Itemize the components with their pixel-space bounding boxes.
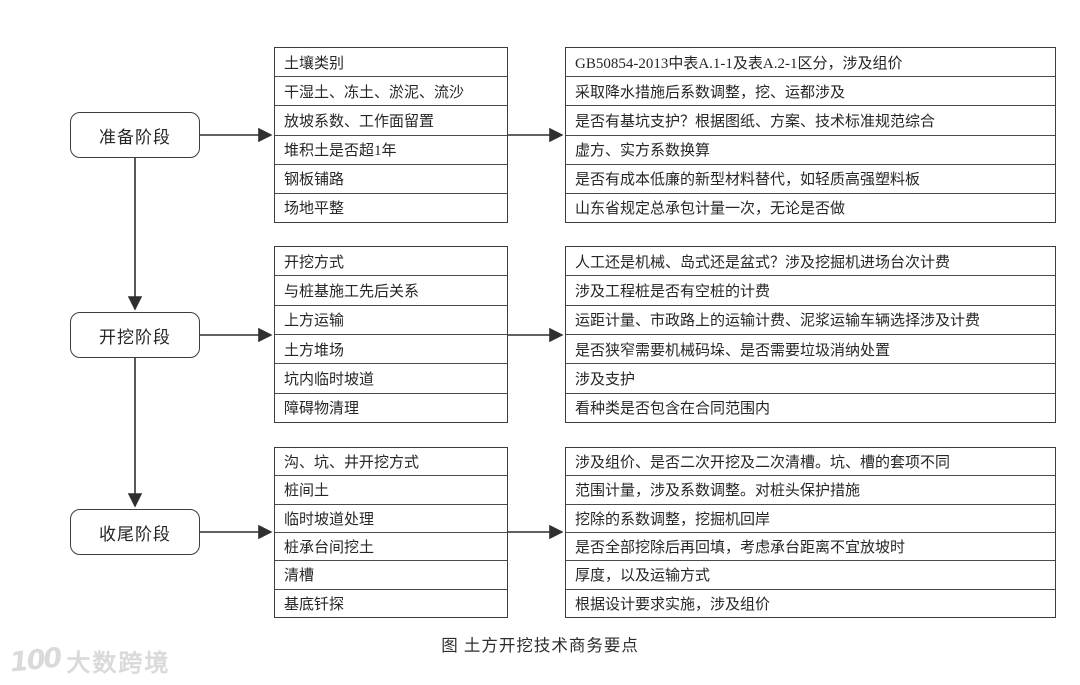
list-item: 沟、坑、井开挖方式 xyxy=(275,448,507,477)
stage-box-closing: 收尾阶段 xyxy=(70,509,200,555)
figure-caption: 图 土方开挖技术商务要点 xyxy=(441,636,639,655)
note-item: 是否全部挖除后再回填，考虑承台距离不宜放坡时 xyxy=(566,533,1055,562)
list-item: 堆积土是否超1年 xyxy=(275,136,507,165)
list-item: 桩承台间挖土 xyxy=(275,533,507,562)
list-item: 放坡系数、工作面留置 xyxy=(275,106,507,136)
watermark-text: 大数跨境 xyxy=(66,649,171,677)
note-item: 采取降水措施后系数调整，挖、运都涉及 xyxy=(566,77,1055,107)
note-item: 挖除的系数调整，挖掘机回岸 xyxy=(566,505,1055,533)
note-item: 是否有成本低廉的新型材料替代，如轻质高强塑料板 xyxy=(566,165,1055,194)
watermark: 100 大数跨境 xyxy=(8,642,171,679)
list-item: 上方运输 xyxy=(275,306,507,335)
note-item: 厚度，以及运输方式 xyxy=(566,561,1055,590)
note-item: 根据设计要求实施，涉及组价 xyxy=(575,596,771,613)
list-item: 开挖方式 xyxy=(275,247,507,277)
stage-box-preparation: 准备阶段 xyxy=(70,112,200,158)
list-item: 清槽 xyxy=(275,561,507,590)
note-item: 范围计量，涉及系数调整。对桩头保护措施 xyxy=(566,476,1055,505)
list-item: 干湿土、冻土、淤泥、流沙 xyxy=(275,77,507,107)
stage-box-excavation: 开挖阶段 xyxy=(70,312,200,358)
note-item: 是否有基坑支护？根据图纸、方案、技术标准规范综合 xyxy=(566,106,1055,136)
note-list-preparation: GB50854-2013中表A.1-1及表A.2-1区分，涉及组价 采取降水措施… xyxy=(565,47,1056,223)
stage-label: 开挖阶段 xyxy=(99,327,171,347)
list-item: 场地平整 xyxy=(284,201,345,218)
stage-label: 收尾阶段 xyxy=(99,524,171,544)
note-item: 人工还是机械、岛式还是盆式？涉及挖掘机进场台次计费 xyxy=(566,247,1055,277)
note-list-closing: 涉及组价、是否二次开挖及二次清槽。坑、槽的套项不同 范围计量，涉及系数调整。对桩… xyxy=(565,447,1056,618)
list-item: 与桩基施工先后关系 xyxy=(275,276,507,306)
note-item: 是否狭窄需要机械码垛、是否需要垃圾消纳处置 xyxy=(566,335,1055,365)
note-item: 涉及支护 xyxy=(566,364,1055,394)
list-item: 桩间土 xyxy=(275,476,507,505)
watermark-logo: 100 xyxy=(8,642,62,679)
list-item: 障碍物清理 xyxy=(284,401,360,418)
item-list-preparation: 土壤类别 干湿土、冻土、淤泥、流沙 放坡系数、工作面留置 堆积土是否超1年 钢板… xyxy=(274,47,508,223)
note-item: 涉及组价、是否二次开挖及二次清槽。坑、槽的套项不同 xyxy=(566,448,1055,477)
note-item: 虚方、实方系数换算 xyxy=(566,136,1055,165)
item-list-closing: 沟、坑、井开挖方式 桩间土 临时坡道处理 桩承台间挖土 清槽 基底钎探 xyxy=(274,447,508,618)
list-item: 土壤类别 xyxy=(275,48,507,78)
note-list-excavation: 人工还是机械、岛式还是盆式？涉及挖掘机进场台次计费 涉及工程桩是否有空桩的计费 … xyxy=(565,246,1056,423)
list-item: 土方堆场 xyxy=(275,335,507,365)
note-item: 涉及工程桩是否有空桩的计费 xyxy=(566,276,1055,306)
list-item: 钢板铺路 xyxy=(275,165,507,194)
note-item: GB50854-2013中表A.1-1及表A.2-1区分，涉及组价 xyxy=(566,48,1055,78)
note-item: 看种类是否包含在合同范围内 xyxy=(575,401,771,418)
item-list-excavation: 开挖方式 与桩基施工先后关系 上方运输 土方堆场 坑内临时坡道 障碍物清理 xyxy=(274,246,508,423)
stage-label: 准备阶段 xyxy=(99,127,171,147)
list-item: 临时坡道处理 xyxy=(275,505,507,533)
list-item: 基底钎探 xyxy=(284,596,345,613)
list-item: 坑内临时坡道 xyxy=(275,364,507,394)
note-item: 运距计量、市政路上的运输计费、泥浆运输车辆选择涉及计费 xyxy=(566,306,1055,335)
note-item: 山东省规定总承包计量一次，无论是否做 xyxy=(575,201,846,218)
